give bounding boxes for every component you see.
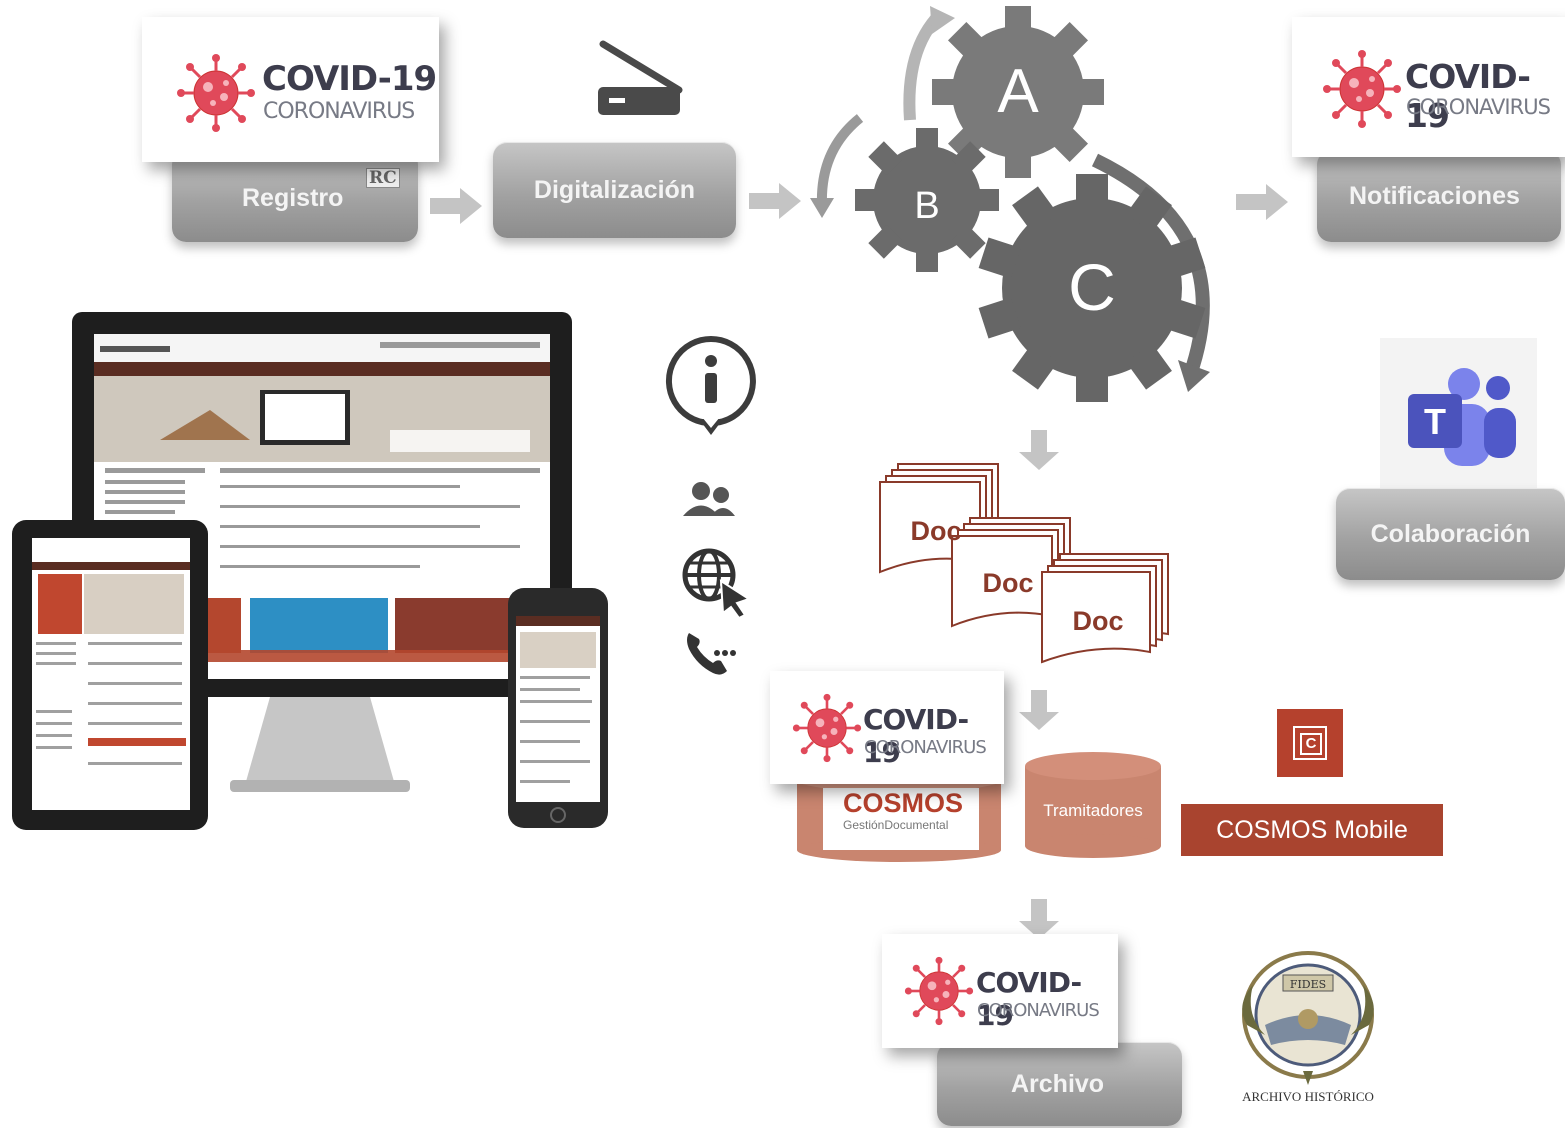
- tramitadores-label: Tramitadores: [1043, 801, 1143, 820]
- devices-illustration: [12, 312, 608, 830]
- gear-c-label: C: [1068, 250, 1116, 324]
- arrow-right-icon: [430, 188, 482, 224]
- gear-b-label: B: [914, 185, 939, 227]
- arrow-down-icon: [1019, 690, 1059, 730]
- archivo-historico-seal: FIDES: [1242, 951, 1374, 1085]
- phone-dots-icon: [687, 633, 736, 675]
- channel-icons: [665, 336, 756, 675]
- cosmos-mobile-label: COSMOS Mobile: [1216, 815, 1408, 844]
- badge-subtitle: CORONAVIRUS: [977, 1000, 1100, 1021]
- seal-text: FIDES: [1290, 978, 1326, 991]
- gear-a-label: A: [997, 57, 1039, 126]
- scanner-icon: [598, 40, 683, 115]
- doc-label-2: Doc: [982, 568, 1033, 598]
- covid-badge-notificaciones: COVID-19 CORONAVIRUS: [1292, 17, 1565, 157]
- doc-label-3: Doc: [1072, 606, 1123, 636]
- info-bubble-icon: [665, 336, 756, 435]
- cosmos-sublabel: GestiónDocumental: [843, 818, 949, 832]
- colaboracion-label: Colaboración: [1370, 519, 1531, 548]
- digitalizacion-button[interactable]: Digitalización: [493, 142, 736, 238]
- covid-badge-archivo: COVID-19 CORONAVIRUS: [882, 934, 1118, 1048]
- arrow-right-icon: [749, 183, 801, 219]
- covid-badge-registro: COVID-19 CORONAVIRUS: [142, 17, 439, 162]
- cosmos-mobile-icon: C: [1277, 709, 1343, 777]
- teams-icon: T: [1408, 368, 1516, 466]
- arrow-right-icon: [1236, 184, 1288, 220]
- digitalizacion-label: Digitalización: [533, 175, 696, 204]
- users-icon: [683, 482, 735, 516]
- archivo-label: Archivo: [1011, 1070, 1105, 1098]
- process-gears: A B C: [810, 6, 1210, 402]
- documents-stack: Doc Doc Doc: [879, 463, 1169, 664]
- badge-title: COVID-19: [976, 966, 1082, 1032]
- virus-icon: [792, 693, 862, 763]
- registro-label: Registro: [242, 184, 344, 212]
- badge-title: COVID-19: [1405, 57, 1531, 135]
- rc-mark: RC: [366, 168, 400, 188]
- notificaciones-button[interactable]: Notificaciones: [1317, 150, 1561, 242]
- virus-icon: [176, 53, 256, 133]
- covid-badge-cosmos: COVID-19 CORONAVIRUS: [770, 671, 1004, 784]
- archivo-button[interactable]: Archivo: [937, 1042, 1182, 1126]
- badge-subtitle: CORONAVIRUS: [864, 737, 987, 758]
- badge-subtitle: CORONAVIRUS: [1406, 95, 1551, 119]
- cosmos-mobile-icon-letter: C: [1300, 733, 1322, 755]
- notificaciones-label: Notificaciones: [1349, 182, 1520, 210]
- svg-text:T: T: [1424, 401, 1446, 442]
- archivo-historico-caption: ARCHIVO HISTÓRICO: [1242, 1089, 1374, 1104]
- tramitadores-cylinder: [1025, 752, 1161, 858]
- teams-logo-box: T: [1380, 338, 1537, 488]
- cosmos-cylinder: [797, 768, 1001, 862]
- virus-icon: [904, 956, 974, 1026]
- globe-cursor-icon: [682, 548, 752, 620]
- registro-button[interactable]: Registro RC: [172, 150, 418, 242]
- colaboracion-button[interactable]: Colaboración: [1336, 488, 1565, 580]
- cosmos-logo: COSMOS: [843, 788, 964, 818]
- cosmos-mobile-button[interactable]: COSMOS Mobile: [1181, 804, 1443, 856]
- doc-label-1: Doc: [910, 516, 961, 546]
- badge-subtitle: CORONAVIRUS: [263, 99, 415, 124]
- badge-title: COVID-19: [863, 703, 969, 769]
- badge-title: COVID-19: [262, 59, 437, 99]
- virus-icon: [1322, 49, 1402, 129]
